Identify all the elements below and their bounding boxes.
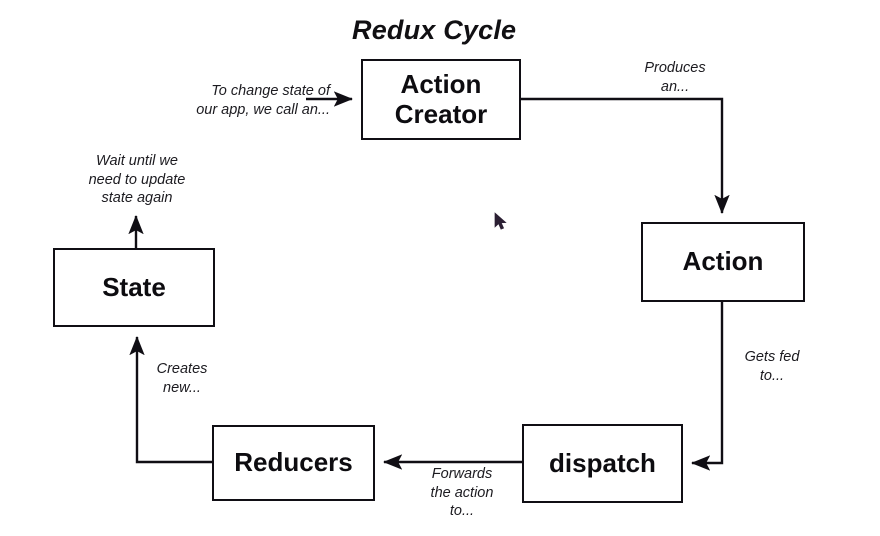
edge-label-wait: Wait until we need to update state again [88, 153, 186, 207]
node-dispatch[interactable]: dispatch [522, 424, 683, 503]
node-reducers[interactable]: Reducers [212, 425, 375, 501]
node-action-label: Action [682, 246, 764, 277]
node-state-label: State [102, 271, 166, 302]
node-action-creator[interactable]: Action Creator [361, 59, 521, 140]
node-action-creator-label: Action Creator [394, 69, 488, 129]
edge-label-produces: Produces an... [644, 60, 706, 95]
node-reducers-label: Reducers [234, 447, 353, 478]
connector-reducers-to-state [129, 336, 212, 464]
mouse-cursor [494, 212, 507, 230]
connector-action-creator-to-action [521, 97, 730, 214]
edge-label-entry: To change state of our app, we call an..… [196, 83, 330, 118]
edge-label-creates: Creates new... [156, 361, 208, 396]
node-state[interactable]: State [53, 248, 215, 327]
edge-label-forwards: Forwards the action to... [430, 466, 494, 520]
node-dispatch-label: dispatch [549, 447, 656, 478]
diagram-title: Redux Cycle [352, 15, 517, 45]
connector-action-to-dispatch [691, 302, 724, 471]
node-action[interactable]: Action [641, 222, 805, 302]
edge-label-gets-fed: Gets fed to... [744, 349, 800, 384]
